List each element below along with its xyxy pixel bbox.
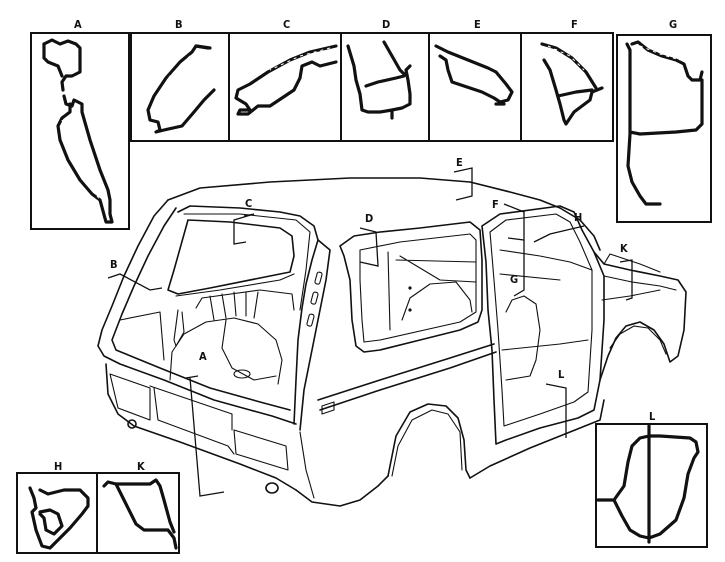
section-profile-k <box>102 478 178 550</box>
section-label-h: H <box>54 460 62 473</box>
section-profile-g <box>625 40 704 206</box>
tow-hook <box>265 482 279 494</box>
lower-body <box>295 399 605 507</box>
detail-box-d <box>340 32 430 142</box>
callout-label-e: E <box>456 156 463 169</box>
section-profile-c <box>234 44 338 116</box>
detail-panel-g: G <box>616 18 712 223</box>
detail-panel-f: F <box>520 18 614 142</box>
rear-panel <box>105 363 297 491</box>
detail-panel-e: E <box>428 18 522 142</box>
rear-window <box>167 219 295 295</box>
callout-label-g: G <box>510 273 518 286</box>
c-pillar <box>299 239 331 431</box>
detail-panel-h: H <box>16 460 98 554</box>
section-label-k: K <box>137 460 145 473</box>
detail-panel-b: B <box>130 18 230 142</box>
callout-label-c: C <box>245 197 252 210</box>
callout-e: E <box>453 156 473 201</box>
spare-wheel <box>169 317 283 385</box>
front-fender <box>593 251 687 381</box>
section-profile-f <box>540 42 604 126</box>
callout-label-h: H <box>574 211 582 224</box>
callout-g: G <box>510 240 525 297</box>
detail-box-g <box>616 34 712 223</box>
section-label-g: G <box>669 18 677 31</box>
section-profile-e <box>434 44 514 104</box>
callout-l: L <box>545 368 567 438</box>
side-window <box>339 221 483 353</box>
callout-b: B <box>107 258 163 291</box>
callout-k: K <box>619 242 633 301</box>
rear-opening-outer <box>97 199 297 425</box>
callout-label-a: A <box>199 350 207 363</box>
callout-a: A <box>185 350 225 497</box>
rear-wheel-arch <box>387 403 471 479</box>
callout-label-k: K <box>620 242 628 255</box>
section-profile-b <box>146 44 216 134</box>
detail-panel-k-inset: K <box>96 460 180 554</box>
callout-label-b: B <box>110 258 118 271</box>
section-label-e: E <box>474 18 481 31</box>
roof-outline <box>167 177 601 251</box>
detail-panel-c: C <box>228 18 342 142</box>
section-label-l: L <box>649 410 656 423</box>
detail-panel-d: D <box>340 18 430 142</box>
section-profile-d <box>346 40 412 114</box>
callout-c: C <box>233 197 255 245</box>
section-profile-a-upper <box>42 42 64 78</box>
section-label-f: F <box>571 18 578 31</box>
belt-line <box>317 343 497 411</box>
section-profile-a <box>42 38 114 224</box>
detail-panel-a: A <box>30 18 130 230</box>
callout-f: F <box>492 198 525 241</box>
detail-box-a <box>30 32 130 230</box>
detail-box-b <box>130 32 230 142</box>
section-profile-l <box>596 424 700 544</box>
detail-box-k <box>96 472 180 554</box>
callout-label-f: F <box>492 198 499 211</box>
car-body <box>97 177 687 507</box>
section-label-d: D <box>382 18 390 31</box>
callout-label-d: D <box>365 212 373 225</box>
callout-h: H <box>533 211 585 243</box>
section-label-a: A <box>74 18 82 31</box>
section-label-b: B <box>175 18 183 31</box>
detail-box-f <box>520 32 614 142</box>
callout-d: D <box>359 212 379 267</box>
section-profile-h <box>28 486 90 550</box>
detail-box-l <box>595 423 708 548</box>
detail-panel-l: L <box>595 410 708 548</box>
callout-label-l: L <box>558 368 565 381</box>
door-opening <box>481 205 605 445</box>
section-label-c: C <box>283 18 290 31</box>
